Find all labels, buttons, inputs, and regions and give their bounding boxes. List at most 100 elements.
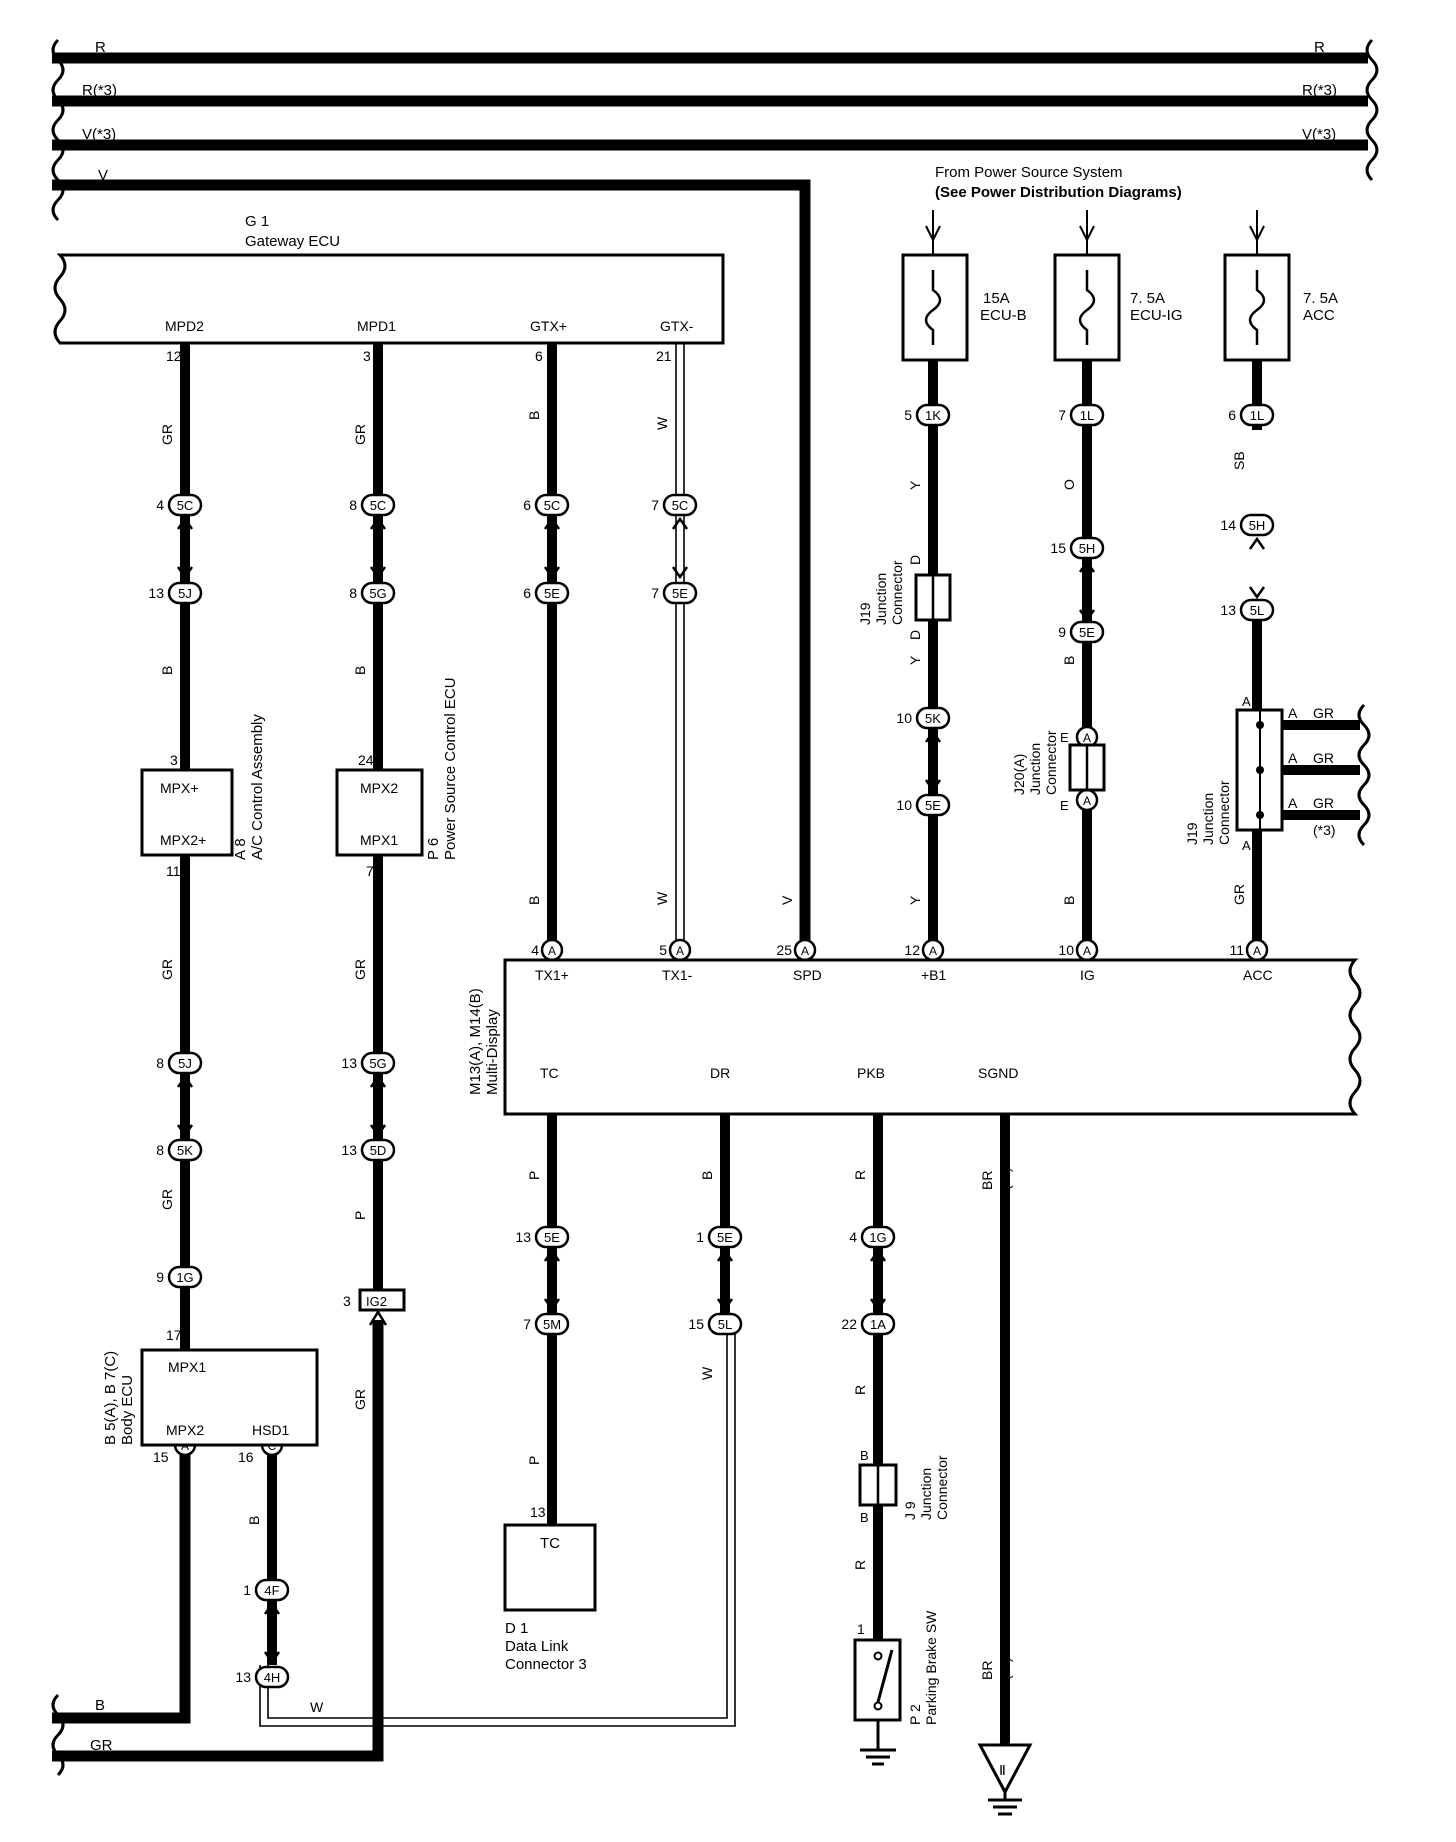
md-conn-letter: A <box>1253 944 1261 958</box>
connector-5j-pill: 5J8 <box>156 1051 203 1138</box>
j19l-name1: Junction <box>873 573 889 625</box>
j19r-name1: Junction <box>1200 793 1216 845</box>
connector-pin: 7 <box>651 497 659 513</box>
connector-pin: 9 <box>156 1269 164 1285</box>
mate-arrow-icon <box>869 1248 887 1312</box>
connector-label: 1A <box>870 1317 886 1332</box>
wire-color-label: GR <box>352 959 368 980</box>
ac-name: A/C Control Assembly <box>249 714 266 860</box>
j19r-out: A <box>1288 750 1298 766</box>
gateway-term-gtxm: GTX- <box>660 318 694 334</box>
md-conn-letter: A <box>801 944 809 958</box>
md-term: DR <box>710 1065 730 1081</box>
connector-label: 5E <box>717 1230 733 1245</box>
connector-label: 5E <box>544 1230 560 1245</box>
connector-5e-pill: 5E7 <box>651 581 698 605</box>
pkb-sw-pin: 1 <box>857 1621 865 1637</box>
connector-pin: 13 <box>1220 602 1236 618</box>
top-bus: R R R(*3) R(*3) V(*3) V(*3) V <box>51 38 1379 960</box>
mate-arrow-icon <box>176 516 194 580</box>
connector-1g-pill: 1G4 <box>849 1225 896 1312</box>
md-top-pin: A11 <box>1229 938 1269 962</box>
connector-label: 1L <box>1250 408 1264 423</box>
mate-arrow-icon <box>671 516 689 580</box>
connector-pin: 10 <box>896 797 912 813</box>
wire-color-label: O <box>1061 479 1077 490</box>
ground-icon: Ⅱ <box>977 1743 1033 1816</box>
md-top-pin: A4 <box>531 938 564 962</box>
md-conn-letter: A <box>1083 944 1091 958</box>
multi-display: M13(A), M14(B) Multi-Display TX1+ TX1- S… <box>467 958 1362 1116</box>
ig2-pin: 3 <box>343 1293 351 1309</box>
fuse-acc: 7. 5A ACC <box>1223 210 1338 362</box>
j19r-pin-bottom: A <box>1242 838 1251 853</box>
md-term: TX1- <box>662 967 693 983</box>
wire-color-label: R <box>852 1560 868 1570</box>
gateway-id: G 1 <box>245 213 269 230</box>
connector-label: 5E <box>544 586 560 601</box>
body-term-top: MPX1 <box>168 1359 206 1375</box>
fuse-name: ECU-IG <box>1130 307 1183 324</box>
fuse-ecu-ig: 7. 5A ECU-IG <box>1053 210 1183 362</box>
wire-color-label: (*3) <box>997 1657 1013 1680</box>
gateway-pin: 6 <box>535 348 543 364</box>
connector-pin: 6 <box>523 497 531 513</box>
ac-pin-top: 3 <box>170 752 178 768</box>
md-term: TC <box>540 1065 559 1081</box>
wire-color-label: P <box>526 1456 542 1465</box>
psecu-term-bottom: MPX1 <box>360 832 398 848</box>
md-term: TX1+ <box>535 967 569 983</box>
connector-pin: 13 <box>341 1055 357 1071</box>
connector-5j-pill: 5J 13 <box>148 581 203 605</box>
md-pin: 10 <box>1058 942 1074 958</box>
connector-label: 5C <box>177 498 194 513</box>
j9-name1: Junction <box>918 1468 934 1520</box>
connector-pin: 6 <box>1228 407 1236 423</box>
connector-pin: 8 <box>156 1055 164 1071</box>
connector-5c-pill: 5C7 <box>651 493 698 580</box>
body-term-left: MPX2 <box>166 1422 204 1438</box>
connector-label: 5K <box>177 1143 193 1158</box>
gateway-pin: 21 <box>656 348 672 364</box>
junction-j20: J20(A) Junction Connector E E <box>1011 730 1106 813</box>
bus-label-v: V <box>98 167 108 184</box>
md-term: SGND <box>978 1065 1018 1081</box>
connector-pin: 15 <box>1050 540 1066 556</box>
j9-pin-top: B <box>860 1448 869 1463</box>
wire-color-label: W <box>699 1366 715 1380</box>
pkb-sw-id: P 2 <box>907 1704 923 1725</box>
svg-text:A: A <box>1083 794 1091 808</box>
fuse-amp: 7. 5A <box>1303 290 1338 307</box>
md-term: +B1 <box>921 967 947 983</box>
connector-5k-pill: 5K 8 <box>156 1138 203 1162</box>
wire-color-label: D <box>907 555 923 565</box>
wire-color-label: W <box>654 891 670 905</box>
power-source-sublabel: (See Power Distribution Diagrams) <box>935 184 1182 201</box>
bus-label-r3-left: R(*3) <box>82 82 117 99</box>
connector-pin: 8 <box>349 497 357 513</box>
dlc-name1: Data Link <box>505 1638 569 1655</box>
psecu-pin-bottom: 7 <box>366 863 374 879</box>
connector-pin: 13 <box>148 585 164 601</box>
connector-pin: 8 <box>156 1142 164 1158</box>
connector-label: 5J <box>178 586 192 601</box>
bus-label-r-left: R <box>95 39 106 56</box>
md-top-pin: A25 <box>776 938 817 962</box>
wire-color-label: B <box>526 411 542 420</box>
bus-label-v3-left: V(*3) <box>82 126 116 143</box>
body-id: B 5(A), B 7(C) <box>102 1351 119 1445</box>
bus-label-v3-right: V(*3) <box>1302 126 1336 143</box>
wire-color-label: V <box>779 895 795 905</box>
ac-term-bottom: MPX2+ <box>160 832 206 848</box>
connector-pin: 9 <box>1058 624 1066 640</box>
connector-pin: 7 <box>651 585 659 601</box>
connector-pin: 10 <box>896 710 912 726</box>
connector-5c-pill: 5C8 <box>349 493 396 580</box>
fuse-ecu-b: 15A ECU-B <box>901 210 1027 362</box>
